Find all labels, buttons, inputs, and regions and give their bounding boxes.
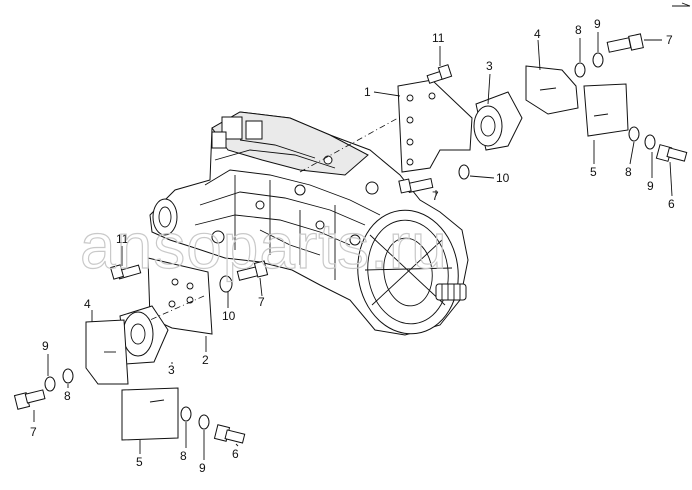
support-bracket-4-bottom: [85, 319, 129, 385]
bolt-11-bottom: [109, 264, 142, 280]
callout-4-top: 4: [534, 27, 541, 41]
washer-9-top: [592, 52, 604, 68]
watermark: ansoparts.ru: [80, 210, 448, 282]
callout-9-bottom-right: 9: [199, 461, 206, 475]
callout-3-top: 3: [486, 59, 493, 73]
callout-3-bottom: 3: [168, 363, 175, 377]
callout-6-top: 6: [668, 197, 675, 211]
callout-11-bottom: 11: [116, 232, 129, 246]
bolt-7-bottom-mid: [236, 260, 269, 281]
assembly-line-bottom: [149, 295, 205, 321]
callout-4-bottom: 4: [84, 297, 91, 311]
callout-labels: 1 11 3 4 8 9 7 5 8 9 6 10 7 11 2 10 7 3 …: [30, 17, 675, 475]
callout-8-bottom-left: 8: [64, 389, 71, 403]
callout-7-top-mid: 7: [432, 189, 439, 203]
callout-1: 1: [364, 85, 371, 99]
bolt-7-top-mid: [398, 177, 434, 194]
assembly-line-top: [299, 117, 399, 173]
callout-10-top: 10: [496, 171, 510, 185]
rubber-mount-3-top: [473, 91, 523, 151]
callout-7-top-right: 7: [666, 33, 673, 47]
callout-8-bottom-right: 8: [180, 449, 187, 463]
support-bracket-5-top: [583, 83, 629, 137]
washer-9-top-lower: [644, 134, 656, 150]
callout-2: 2: [202, 353, 209, 367]
callout-10-bottom: 10: [222, 309, 236, 323]
transmission-assembly: [149, 111, 469, 336]
washer-8-bottom-left: [62, 368, 74, 384]
washer-9-bottom-left: [44, 376, 56, 392]
callout-7-bottom-left: 7: [30, 425, 37, 439]
support-bracket-5-bottom: [121, 387, 179, 441]
callout-5-bottom: 5: [136, 455, 143, 469]
callout-8-top: 8: [575, 23, 582, 37]
bracket-plate-1: [397, 79, 473, 173]
callout-9-bottom-left: 9: [42, 339, 49, 353]
callout-6-bottom: 6: [232, 447, 239, 461]
callout-9-top-lower: 9: [647, 179, 654, 193]
washer-8-bottom-right: [180, 406, 192, 422]
bolt-6-bottom-right: [213, 424, 246, 444]
washer-10-bottom: [219, 275, 233, 293]
callout-9-top: 9: [594, 17, 601, 31]
washer-9-bottom-right: [198, 414, 210, 430]
washer-8-top-lower: [628, 126, 640, 142]
bolt-6-top-right: [655, 144, 688, 162]
corner-mark: [672, 2, 691, 7]
callout-7-bottom-mid: 7: [258, 295, 265, 309]
callout-8-top-lower: 8: [625, 165, 632, 179]
bolt-7-bottom-left: [13, 389, 46, 410]
rubber-mount-3-bottom: [119, 305, 169, 365]
callout-11-top: 11: [432, 31, 445, 45]
support-bracket-4-top: [525, 65, 579, 115]
leader-lines: [33, 32, 673, 460]
washer-8-top: [574, 62, 586, 78]
bolt-7-top-right: [606, 33, 644, 53]
bolt-11-top: [426, 64, 453, 84]
washer-10-top: [458, 164, 470, 180]
callout-5-top: 5: [590, 165, 597, 179]
